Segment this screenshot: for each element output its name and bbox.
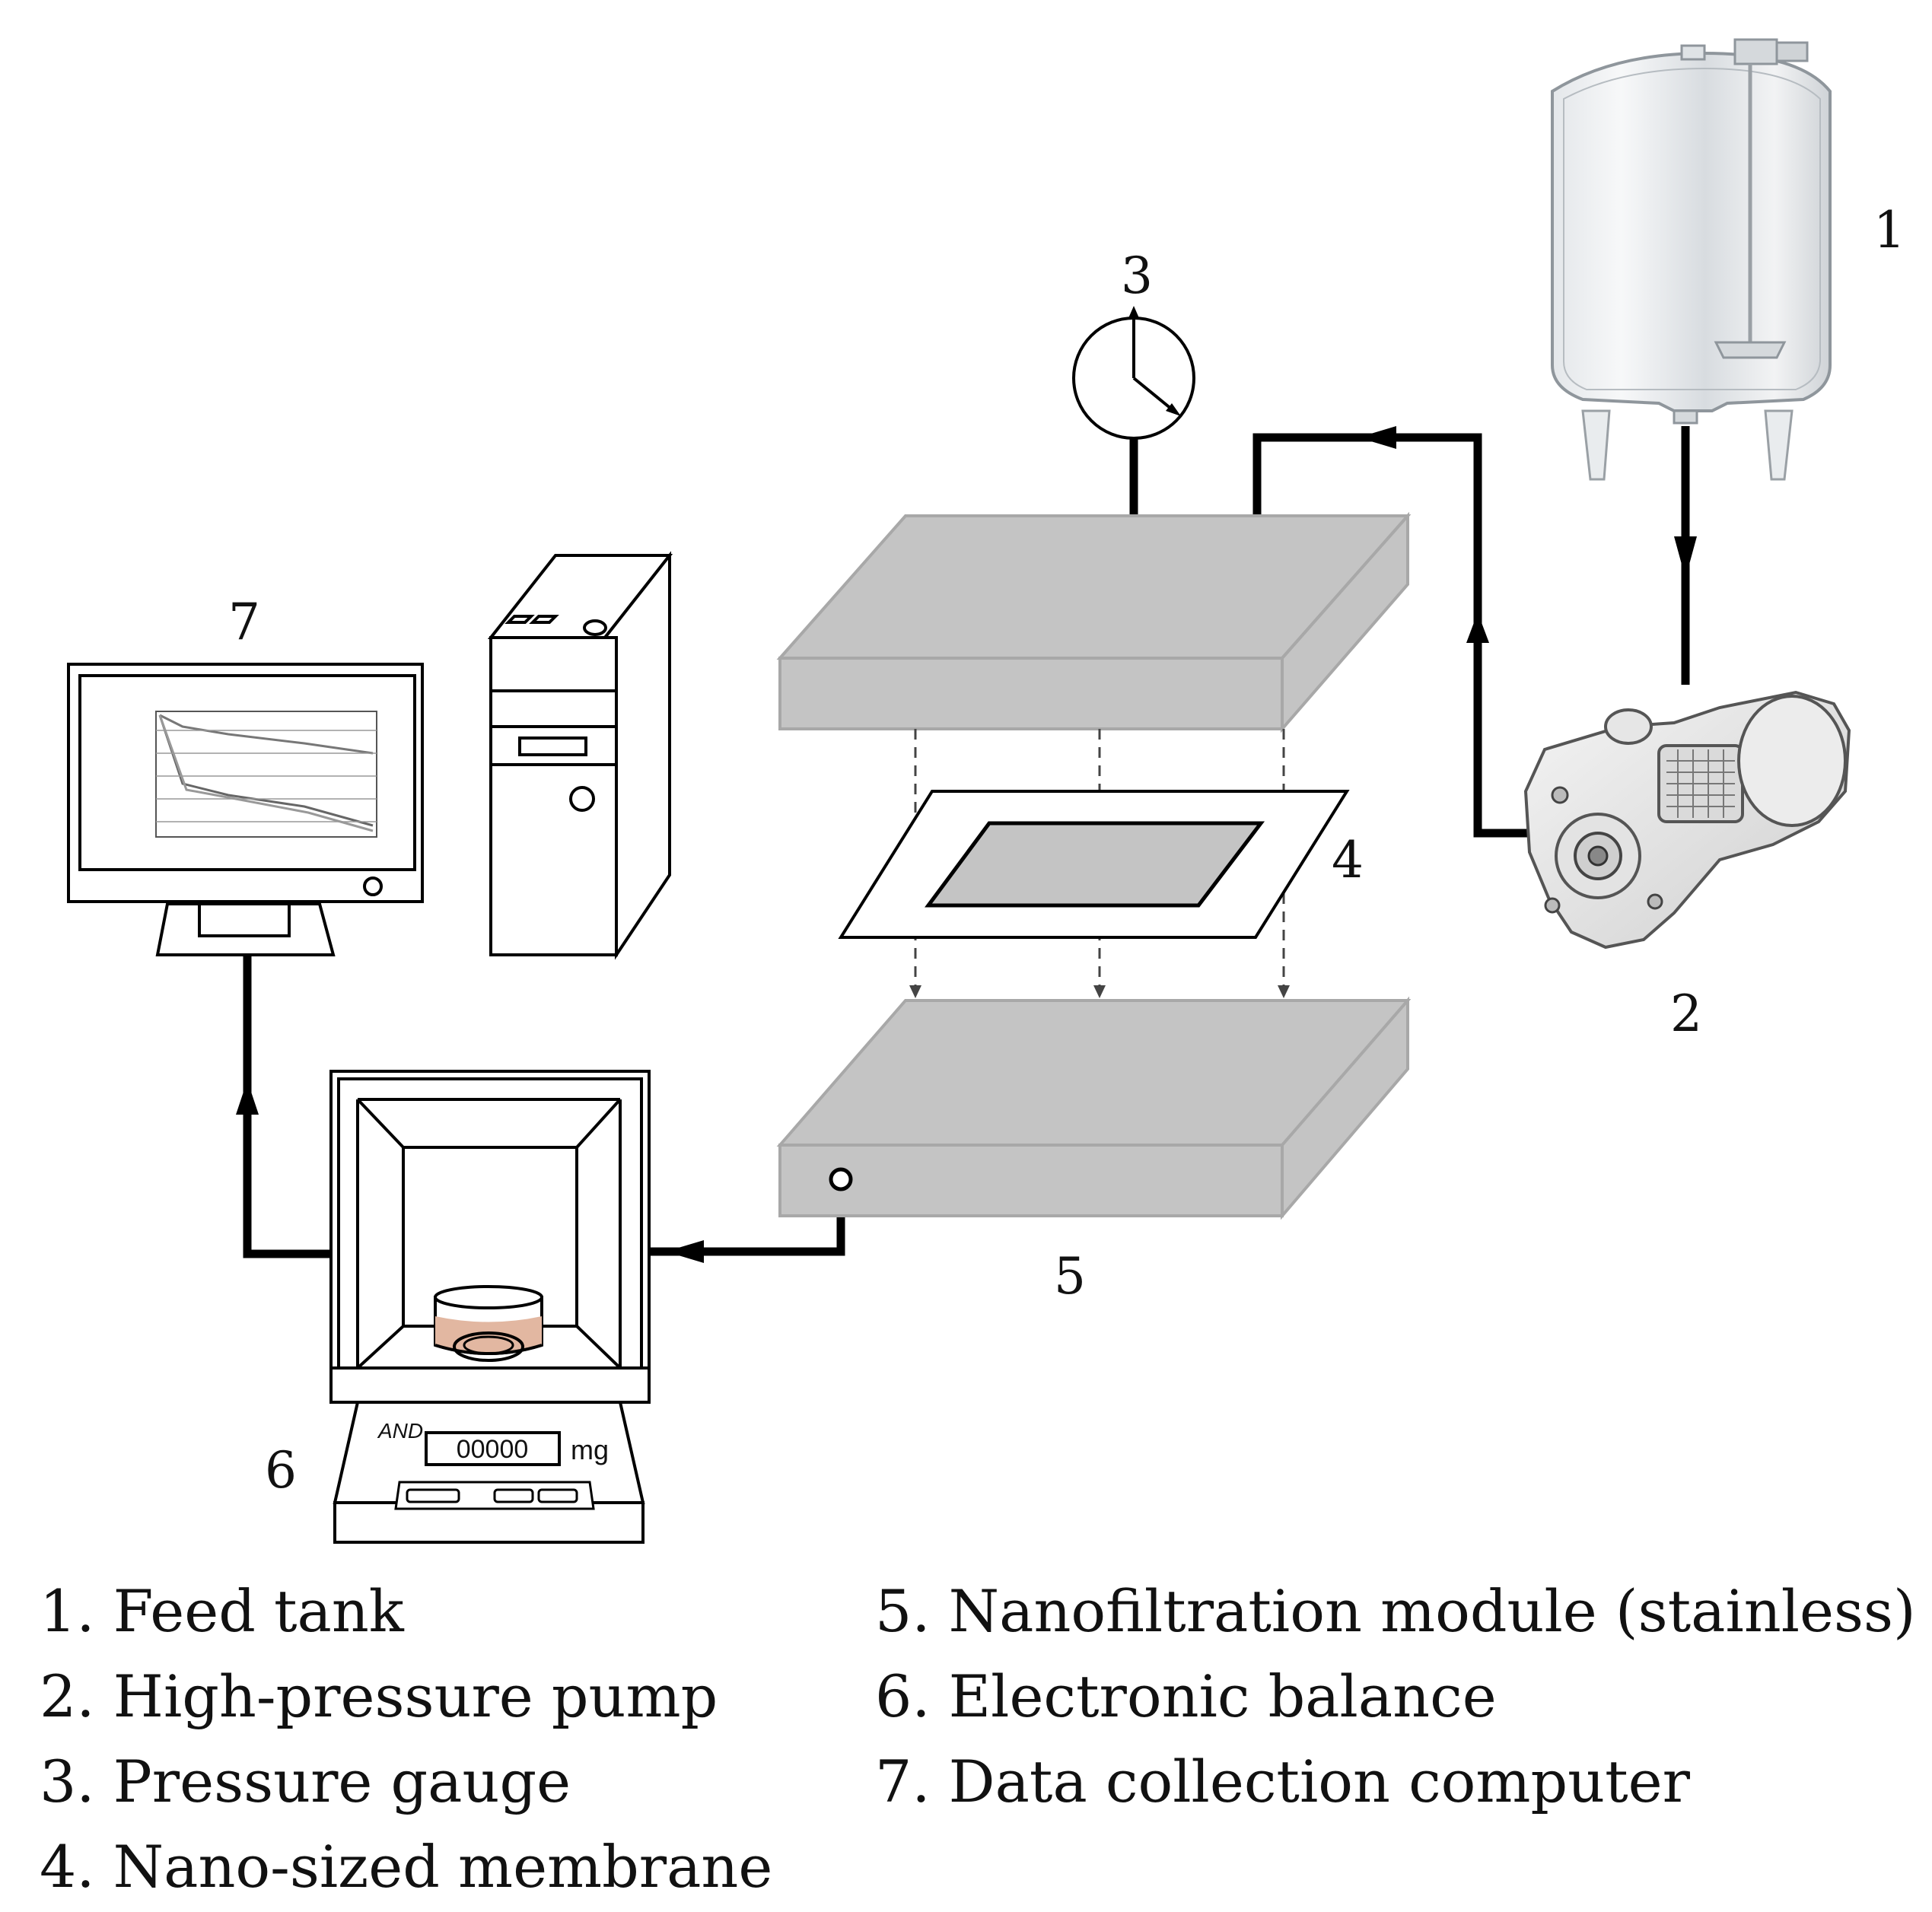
collection-beaker <box>434 1285 543 1362</box>
module-bottom-plate: 5 <box>776 996 1412 1306</box>
balance-brand: AND <box>377 1419 423 1443</box>
screen-plot <box>155 711 377 838</box>
gauge-label: 3 <box>1121 247 1153 305</box>
legend-item: 3. Pressure gauge <box>40 1748 571 1815</box>
feed-tank-label: 1 <box>1873 201 1905 259</box>
legend-item: 1. Feed tank <box>40 1577 404 1645</box>
computer-label: 7 <box>228 593 260 651</box>
balance-button-right[interactable] <box>537 1488 578 1503</box>
cable-balance-to-computer <box>243 955 331 1258</box>
pump-label: 2 <box>1670 985 1702 1043</box>
arrow-left-top <box>1358 426 1396 449</box>
high-pressure-pump: 2 <box>1523 690 1851 1043</box>
computer-tower <box>487 551 673 960</box>
electronic-balance: AND 00000 mg 6 <box>265 1070 651 1544</box>
balance-button-mid[interactable] <box>493 1488 534 1503</box>
legend-item: 6. Electronic balance <box>875 1662 1497 1730</box>
module-outlet-port <box>829 1167 853 1191</box>
arrow-up-computer <box>236 1080 259 1115</box>
flow-arrows <box>236 426 1697 1263</box>
balance-unit: mg <box>571 1434 609 1465</box>
module-label: 5 <box>1054 1247 1086 1306</box>
pipe-pump-to-module <box>1252 433 1529 838</box>
balance-display <box>425 1431 561 1466</box>
arrow-up-pump <box>1466 612 1489 643</box>
balance-reading: 00000 <box>457 1435 529 1464</box>
balance-label: 6 <box>265 1441 297 1500</box>
arrow-left-bottom <box>666 1240 704 1263</box>
data-collection-computer: 7 <box>67 593 424 956</box>
nano-membrane: 4 <box>838 790 1364 939</box>
balance-button-left[interactable] <box>406 1488 460 1503</box>
module-top-plate <box>776 511 1412 733</box>
legend-item: 7. Data collection computer <box>875 1748 1690 1815</box>
feed-tank: 1 <box>1551 38 1905 481</box>
legend-item: 4. Nano-sized membrane <box>40 1833 773 1901</box>
membrane-label: 4 <box>1332 831 1364 889</box>
legend-item: 2. High-pressure pump <box>40 1662 718 1730</box>
pressure-gauge: 3 <box>1072 247 1195 440</box>
arrow-down-tank <box>1674 536 1697 578</box>
guide-arrowheads <box>909 985 1290 998</box>
legend-item: 5. Nanofiltration module (stainless) <box>875 1577 1916 1645</box>
